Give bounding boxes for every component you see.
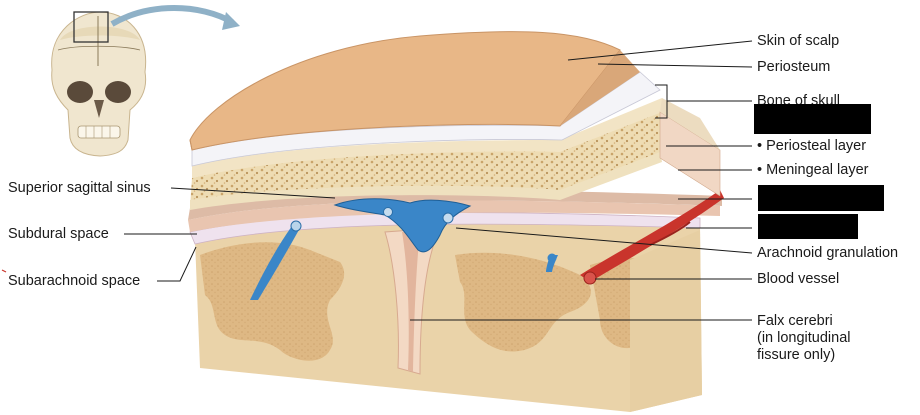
label-superior-sagittal-sinus: Superior sagittal sinus	[8, 180, 151, 196]
label-falx-cerebri-line2: (in longitudinal	[757, 330, 851, 346]
tissue-layers	[188, 31, 724, 412]
label-subdural-space: Subdural space	[8, 226, 109, 242]
skull-bone-inner-table	[190, 152, 662, 210]
blood-vessel-artery	[580, 190, 724, 282]
scalp-skin	[189, 31, 621, 151]
dura-meningeal	[188, 200, 720, 232]
leader-lines	[124, 40, 753, 321]
label-falx-cerebri: Falx cerebri	[757, 313, 833, 329]
inset-selection-box	[73, 11, 109, 43]
gray-matter-right	[455, 252, 591, 352]
gray-matter-left	[200, 242, 345, 361]
stray-mark	[1, 269, 7, 273]
zoom-arrow	[110, 5, 234, 27]
label-blood-vessel: Blood vessel	[757, 271, 840, 287]
label-skin-of-scalp: Skin of scalp	[757, 33, 840, 49]
label-subarachnoid-space: Subarachnoid space	[8, 273, 141, 289]
redaction-box-dura-mater	[754, 104, 871, 134]
label-meningeal-layer: • Meningeal layer	[757, 162, 869, 178]
skull-bone-outer-table	[192, 98, 662, 178]
label-falx-cerebri-line3: fissure only)	[757, 347, 836, 363]
label-periosteum: Periosteum	[757, 59, 831, 75]
dura-periosteal	[188, 190, 722, 220]
skull-bone-diploe	[190, 112, 660, 208]
redaction-box-pia-mater	[758, 214, 858, 239]
label-periosteal-layer: • Periosteal layer	[757, 138, 867, 154]
label-arachnoid-granulation: Arachnoid granulation	[757, 245, 899, 261]
skull-inset	[51, 11, 147, 157]
falx-cerebri	[402, 232, 420, 372]
periosteum	[191, 71, 661, 167]
redaction-box-arachnoid-mater	[758, 185, 884, 211]
